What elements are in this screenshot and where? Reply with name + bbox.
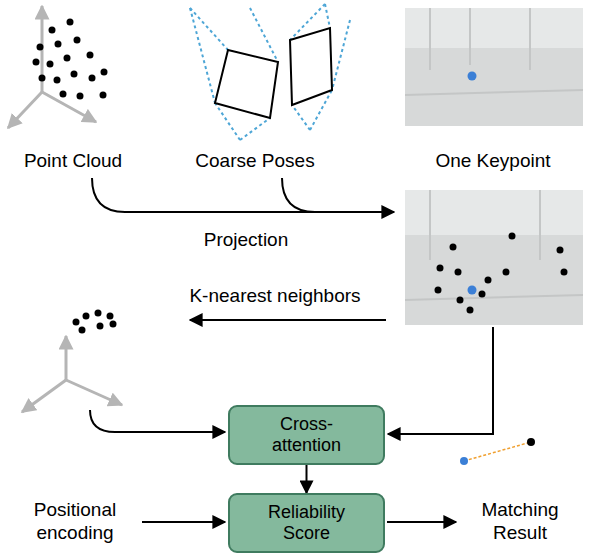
- match-glyph: [460, 438, 535, 465]
- caption-label: Point Cloud: [0, 150, 148, 173]
- photo: [405, 8, 583, 126]
- neighbor-points: [73, 310, 117, 334]
- caption-label: One Keypoint: [408, 150, 578, 173]
- flow-arrows: [90, 178, 493, 522]
- box-text: Cross-attention: [257, 414, 357, 455]
- caption-label: Coarse Poses: [180, 150, 330, 173]
- caption-label: Projection: [171, 229, 321, 252]
- box-text: Reliability Score: [257, 502, 357, 543]
- caption-label: Matching Result: [464, 499, 576, 545]
- point-cloud: [33, 19, 108, 100]
- process-box: Reliability Score: [228, 493, 385, 553]
- process-box: Cross-attention: [228, 405, 385, 465]
- flow-arrow: [306, 465, 308, 493]
- photo-projected: [405, 190, 583, 325]
- caption-label: K-nearest neighbors: [165, 285, 385, 308]
- caption-label: Positional encoding: [14, 499, 136, 545]
- axes-small: [22, 336, 122, 412]
- axes: [8, 6, 96, 128]
- camera-poses: [190, 4, 350, 140]
